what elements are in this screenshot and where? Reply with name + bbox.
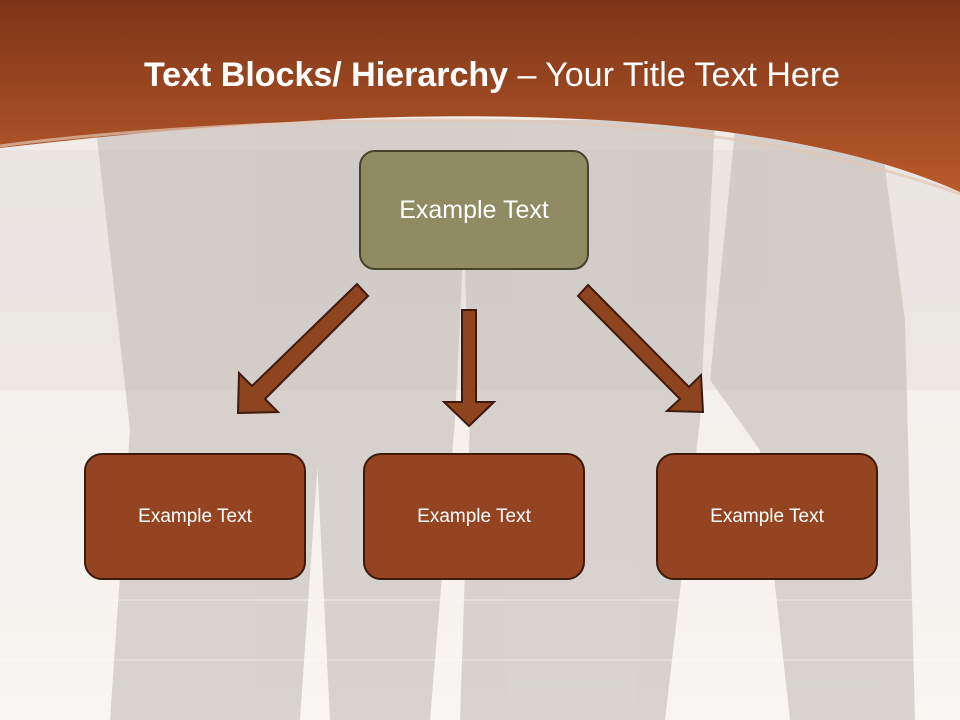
- root-text-label: Example Text: [399, 195, 549, 224]
- child-text-block-left: Example Text: [84, 453, 306, 580]
- child-text-label: Example Text: [138, 505, 252, 527]
- child-text-block-center: Example Text: [363, 453, 585, 580]
- title-regular-part: – Your Title Text Here: [508, 56, 841, 94]
- child-text-label: Example Text: [710, 505, 824, 527]
- arrow-to-center-child: [441, 309, 497, 428]
- header-band: [0, 0, 960, 192]
- arrow-to-left-child: [236, 282, 370, 415]
- child-text-block-right: Example Text: [656, 453, 878, 580]
- arrow-to-right-child: [576, 283, 705, 414]
- root-text-block: Example Text: [359, 150, 589, 270]
- slide-title: Text Blocks/ Hierarchy – Your Title Text…: [0, 52, 960, 98]
- child-text-label: Example Text: [417, 505, 531, 527]
- title-bold-part: Text Blocks/ Hierarchy: [143, 56, 509, 94]
